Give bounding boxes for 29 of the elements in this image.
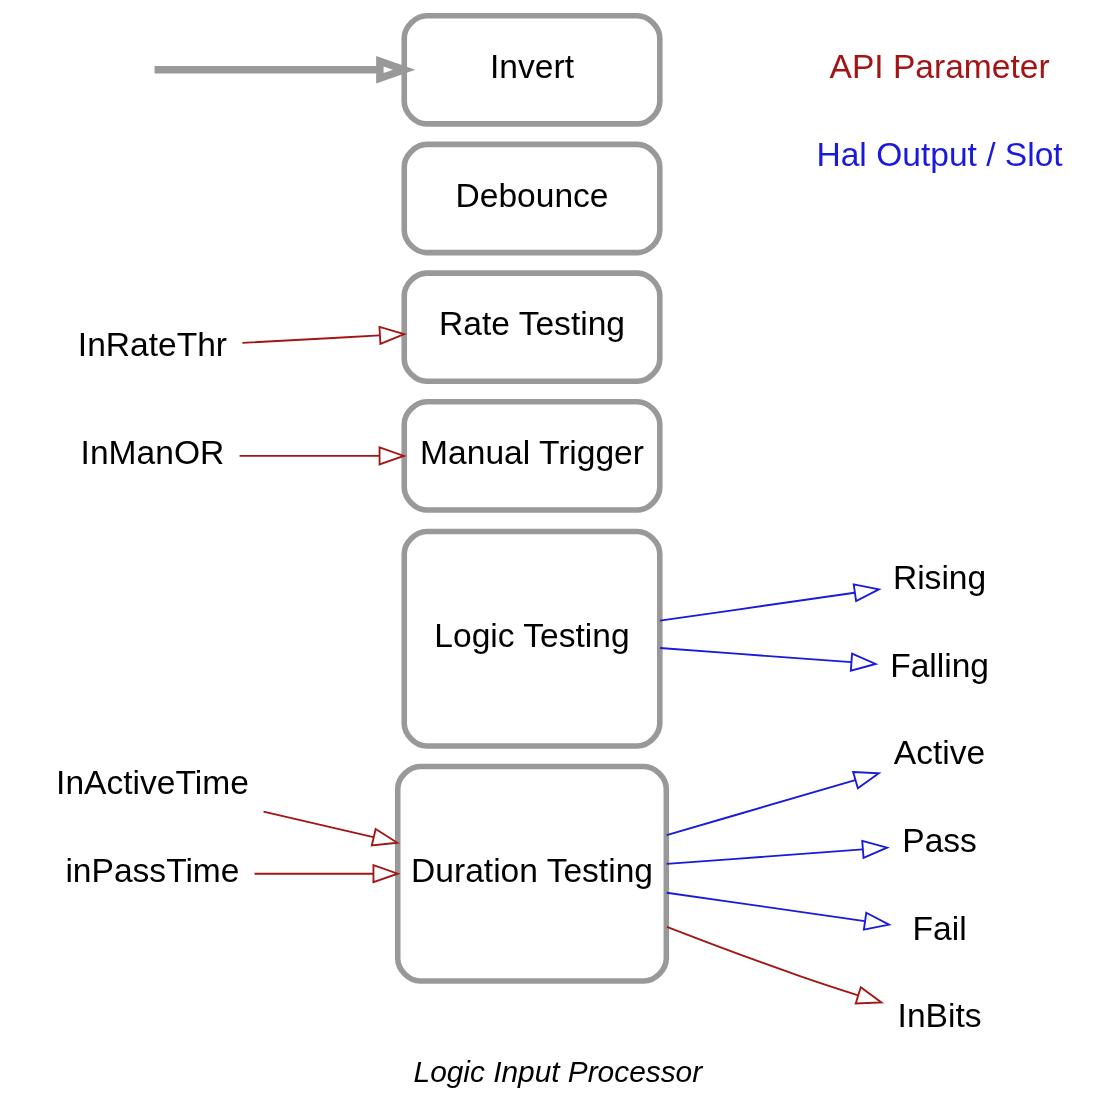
arrow <box>659 583 882 622</box>
node-text: InBits <box>897 997 982 1035</box>
node-text: Rising <box>892 559 987 597</box>
node-text: Active <box>893 734 986 772</box>
legend-label: Hal Output / Slot <box>816 135 1063 173</box>
node-box: Debounce <box>401 141 663 256</box>
node-text: Fail <box>912 909 967 947</box>
arrow <box>665 771 882 836</box>
node-text: InActiveTime <box>56 764 249 802</box>
node-text: inPassTime <box>65 851 240 889</box>
node-text: InRateThr <box>77 325 228 363</box>
arrow <box>665 891 892 931</box>
node-box: Invert <box>401 12 663 127</box>
arrow <box>659 647 879 672</box>
arrow <box>666 925 885 1005</box>
node-box: Logic Testing <box>401 528 663 749</box>
arrow <box>262 810 401 847</box>
node-box: Duration Testing <box>394 763 670 984</box>
arrow <box>253 863 401 884</box>
node-box: Rate Testing <box>401 270 663 385</box>
arrow <box>665 839 890 865</box>
node-text: InManOR <box>80 434 225 472</box>
arrow <box>238 446 407 466</box>
arrow <box>241 325 407 346</box>
node-text: Falling <box>890 646 990 684</box>
node-text: Pass <box>902 822 977 860</box>
legend-label: API Parameter <box>829 48 1050 86</box>
caption: Logic Input Processor <box>413 1055 703 1089</box>
node-box: Manual Trigger <box>401 399 663 513</box>
